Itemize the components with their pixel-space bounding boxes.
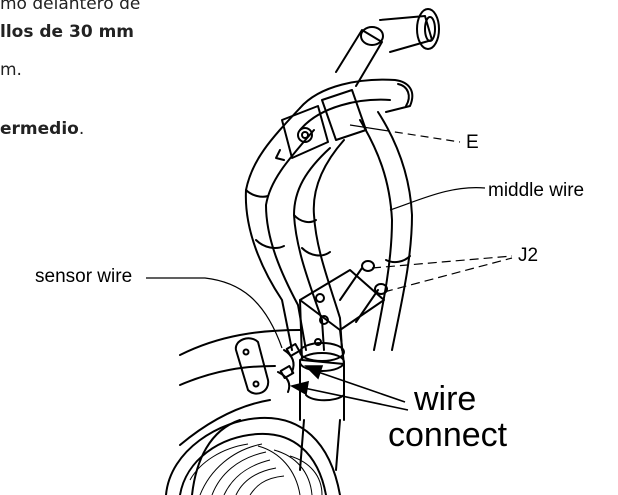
fan-wheel xyxy=(165,416,341,495)
label-middle-wire: middle wire xyxy=(488,180,585,201)
grip-cap-inner xyxy=(360,26,384,46)
leader-middle-wire xyxy=(389,187,486,211)
label-wire-connect-line-1: wire xyxy=(414,380,477,418)
instruction-bold-1: llos de 30 mm xyxy=(0,22,134,42)
connector-lower xyxy=(277,371,291,393)
grip-end-cap xyxy=(416,8,440,50)
label-j2: J2 xyxy=(518,245,539,266)
arrow-wire-connect-1 xyxy=(317,371,406,403)
instruction-line-3: m. xyxy=(0,60,22,80)
leader-e xyxy=(381,129,461,143)
sensor-bracket xyxy=(234,337,270,395)
label-wire-connect-line-2: connect xyxy=(388,416,508,454)
leader-j2-lower xyxy=(383,257,513,293)
handle-grip xyxy=(335,29,383,87)
tube-right xyxy=(359,119,393,351)
bolt-j2-lower xyxy=(355,289,379,323)
label-e: E xyxy=(466,132,479,153)
bracket-plate xyxy=(321,89,367,141)
label-sensor-wire: sensor wire xyxy=(35,266,133,287)
leader-j2-upper xyxy=(371,255,513,269)
arrow-wire-connect-2 xyxy=(303,387,409,411)
bolt-j2-upper xyxy=(339,267,363,301)
leader-sensor-wire xyxy=(146,277,283,349)
tube-left-outer xyxy=(244,107,301,351)
instruction-line-4-tail: . xyxy=(78,119,85,139)
instruction-bold-2: ermedio xyxy=(0,119,79,139)
connector-upper xyxy=(283,349,295,373)
instruction-line-2: llos de 30 mm xyxy=(0,22,134,42)
instruction-line-1: mo delantero de xyxy=(0,0,141,14)
instruction-line-4: ermedio. xyxy=(0,119,84,139)
